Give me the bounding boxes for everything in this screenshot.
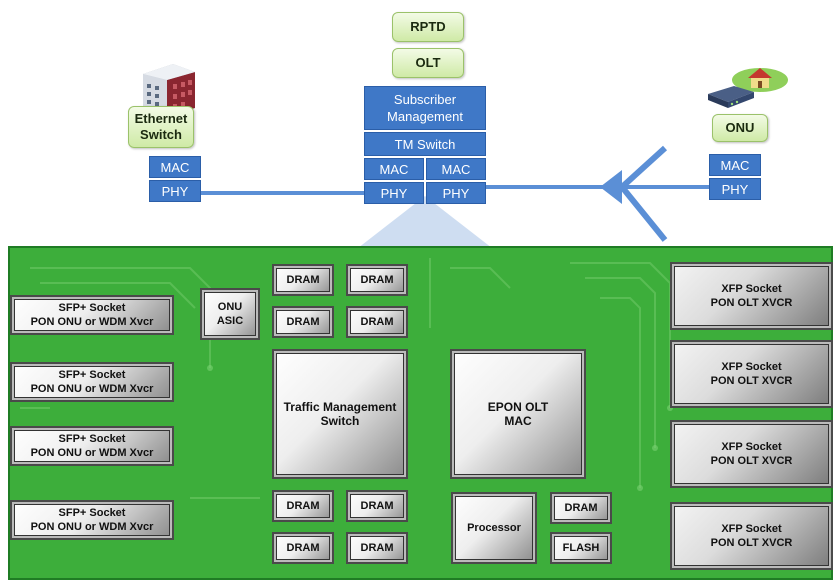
- board-traces: [20, 258, 673, 499]
- ethernet-phy: PHY: [149, 180, 201, 202]
- ethernet-mac: MAC: [149, 156, 201, 178]
- onu-mac: MAC: [709, 154, 761, 176]
- dram-chip: DRAM: [272, 490, 334, 522]
- dram-chip: DRAM: [346, 306, 408, 338]
- dram-chip: DRAM: [272, 264, 334, 296]
- dram-chip: DRAM: [550, 492, 612, 524]
- tm-switch-box: TM Switch: [364, 132, 486, 156]
- building-icon: [143, 64, 195, 116]
- subscriber-management-box: Subscriber Management: [364, 86, 486, 130]
- onu-phy: PHY: [709, 178, 761, 200]
- olt-phy-left: PHY: [364, 182, 424, 204]
- dram-chip: DRAM: [346, 490, 408, 522]
- dram-chip: DRAM: [346, 264, 408, 296]
- dram-chip: DRAM: [272, 306, 334, 338]
- network-connections: [200, 145, 712, 248]
- olt-mac-right: MAC: [426, 158, 486, 180]
- onu-label: ONU: [712, 114, 768, 142]
- rptd-label: RPTD: [392, 12, 464, 42]
- dram-chip: DRAM: [346, 532, 408, 564]
- processor-chip: Processor: [451, 492, 537, 564]
- olt-phy-right: PHY: [426, 182, 486, 204]
- ethernet-switch-label: Ethernet Switch: [128, 106, 194, 148]
- flash-chip: FLASH: [550, 532, 612, 564]
- modem-house-icon: [708, 68, 788, 108]
- olt-mac-left: MAC: [364, 158, 424, 180]
- olt-label: OLT: [392, 48, 464, 78]
- dram-chip: DRAM: [272, 532, 334, 564]
